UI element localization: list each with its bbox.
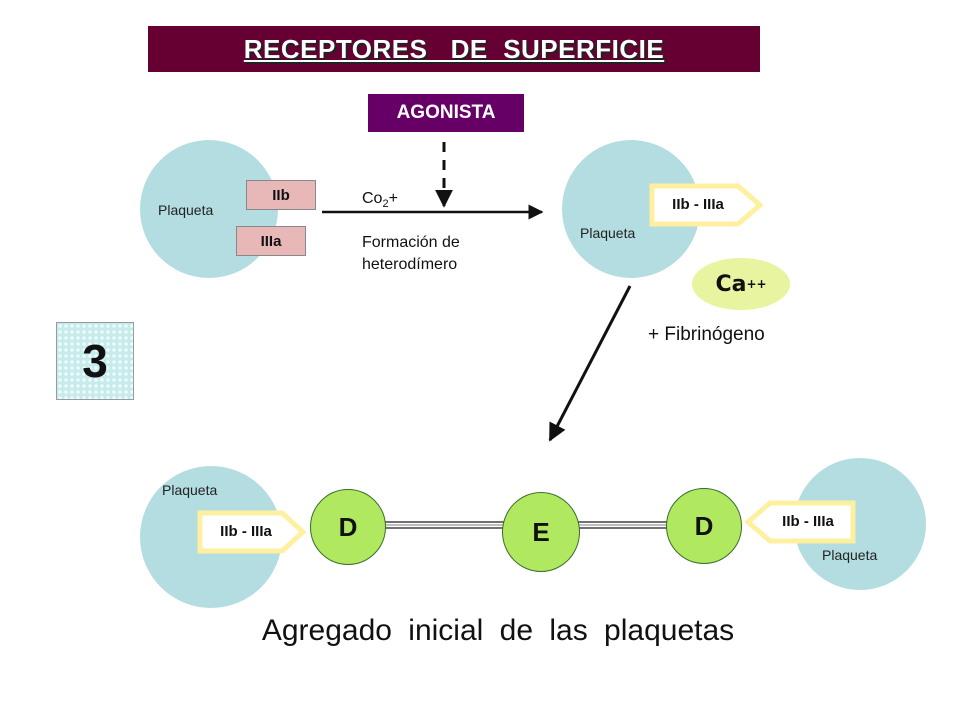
step-number-badge: 3 [56, 322, 134, 400]
platelet-label-4: Plaqueta [822, 547, 878, 563]
fibrinogen-chain-left [376, 521, 508, 529]
platelet-label-3: Plaqueta [162, 482, 218, 498]
heterodimer-tag-top [649, 183, 764, 227]
fibrinogen-label: + Fibrinógeno [648, 324, 765, 345]
platelet-label-2: Plaqueta [580, 225, 636, 241]
calcium-base: Ca [715, 271, 747, 297]
cofactor-subscript: 2 [382, 198, 389, 211]
aggregation-arrow [548, 285, 632, 442]
reaction-note-line-1: Formación de [362, 234, 460, 251]
title-banner: RECEPTORES DE SUPERFICIE [148, 26, 760, 72]
cofactor-plus: + [388, 190, 398, 207]
diagram-caption: Agregado inicial de las plaquetas [261, 614, 735, 647]
agonist-box: AGONISTA [368, 94, 524, 132]
calcium-superscript: ++ [746, 277, 767, 291]
platelet-label-1: Plaqueta [158, 202, 214, 218]
fibrinogen-d-domain-right: D [666, 488, 742, 564]
calcium-ion-oval: Ca++ [692, 258, 790, 310]
heterodimer-tag-bottom-left [197, 510, 307, 554]
heterodimer-label-top: IIb - IIIa [672, 196, 724, 213]
reaction-note: Formación de heterodímero [362, 232, 460, 276]
fibrinogen-e-domain: E [502, 492, 580, 572]
cofactor-base: Co [362, 190, 383, 207]
reaction-note-line-2: heterodímero [362, 256, 458, 273]
heterodimer-tag-bottom-right [744, 500, 856, 544]
heterodimer-label-bottom-right: IIb - IIIa [782, 513, 834, 530]
page-title: RECEPTORES DE SUPERFICIE [243, 33, 665, 64]
fibrinogen-d-domain-left: D [310, 489, 386, 565]
fibrinogen-chain-right [574, 521, 676, 529]
heterodimer-label-bottom-left: IIb - IIIa [220, 523, 272, 540]
receptor-iiia-box: IIIa [236, 226, 306, 256]
cofactor-label: Co2+ [362, 188, 398, 215]
receptor-iib-box: IIb [246, 180, 316, 210]
